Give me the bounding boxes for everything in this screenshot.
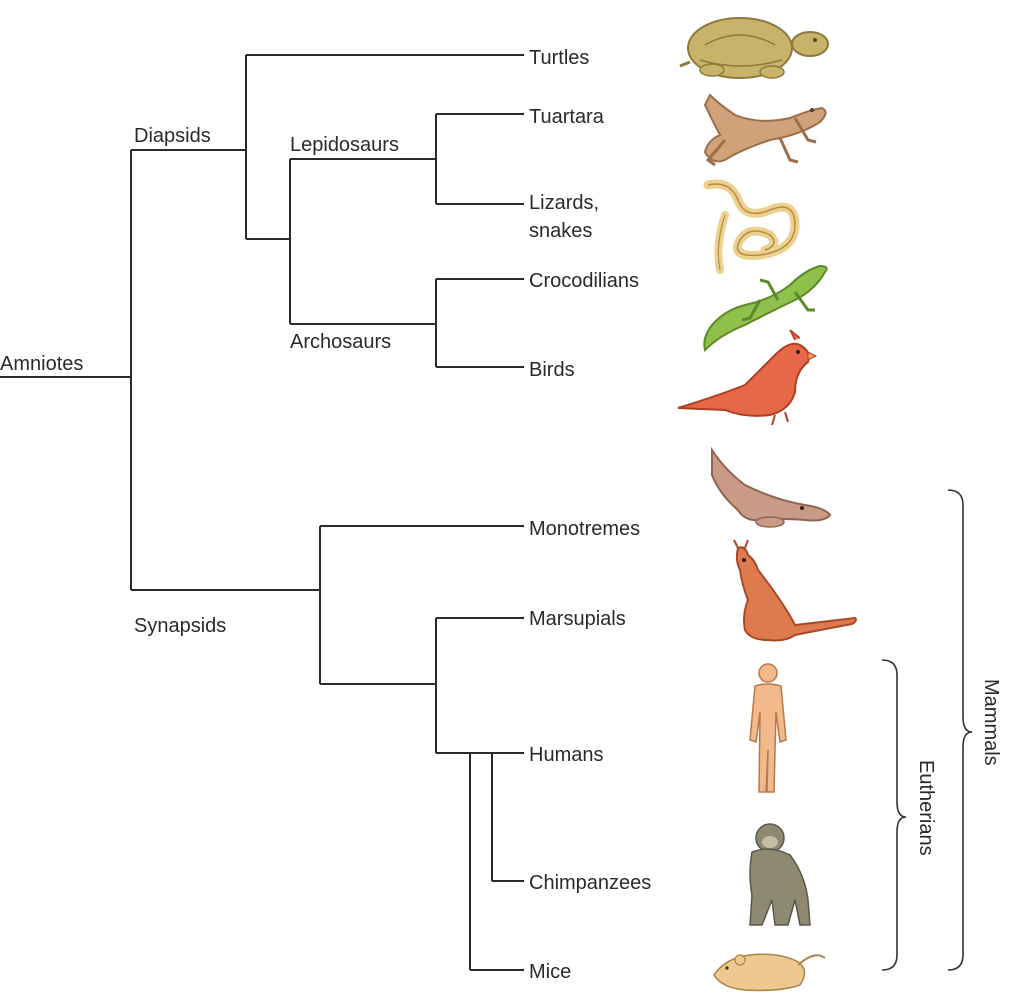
taxon-label-chimpanzees: Chimpanzees [529, 872, 651, 894]
taxon-label-snakes: snakes [529, 220, 592, 242]
taxon-label-marsupials: Marsupials [529, 608, 626, 630]
taxon-label-birds: Birds [529, 359, 575, 381]
group-label-eutherians: Eutherians [915, 760, 937, 856]
eutherians-brace [882, 660, 906, 970]
group-label-mammals: Mammals [980, 679, 1002, 766]
taxon-label-turtles: Turtles [529, 47, 589, 69]
turtle-icon [680, 18, 828, 78]
crocodile-icon [704, 266, 826, 350]
taxon-label-monotremes: Monotremes [529, 518, 640, 540]
chimpanzee-icon [750, 824, 810, 925]
root-label: Amniotes [0, 353, 83, 375]
clade-label-archosaurs: Archosaurs [290, 331, 391, 353]
tree-branches [0, 55, 524, 970]
taxon-label-mice: Mice [529, 961, 571, 983]
mammals-brace [948, 490, 972, 970]
taxon-label-lizards: Lizards, [529, 192, 599, 214]
platypus-icon [712, 450, 830, 527]
human-icon [750, 664, 786, 792]
taxon-label-crocodilians: Crocodilians [529, 270, 639, 292]
kangaroo-icon [734, 540, 856, 640]
tree-labels: Amniotes Diapsids Lepidosaurs Archosaurs… [0, 47, 651, 983]
cardinal-icon [678, 330, 816, 425]
clade-label-synapsids: Synapsids [134, 615, 226, 637]
clade-label-lepidosaurs: Lepidosaurs [290, 134, 399, 156]
snake-icon [708, 184, 795, 270]
mouse-icon [714, 954, 825, 990]
group-braces: Mammals Eutherians [882, 490, 1002, 970]
taxon-label-humans: Humans [529, 744, 603, 766]
taxon-label-tuartara: Tuartara [529, 106, 605, 128]
tuatara-icon [705, 95, 826, 165]
clade-label-diapsids: Diapsids [134, 125, 211, 147]
